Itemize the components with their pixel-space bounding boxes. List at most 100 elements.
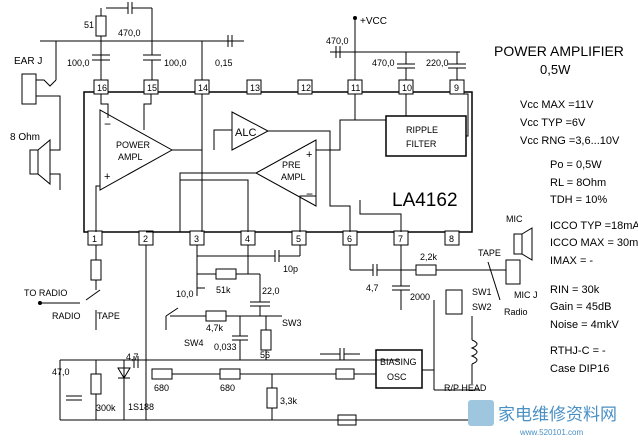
biasing-label-1: BIASING bbox=[380, 357, 417, 367]
speaker-coil bbox=[29, 149, 39, 175]
power-rating: 0,5W bbox=[540, 62, 571, 77]
label-c220: 220,0 bbox=[426, 58, 449, 68]
pin-label-2: 2 bbox=[143, 234, 148, 244]
svg-text:+: + bbox=[306, 149, 312, 161]
ripple-filter-box bbox=[385, 115, 467, 157]
label-sw3: SW3 bbox=[282, 318, 302, 328]
label-c470-vcc: 470,0 bbox=[326, 36, 349, 46]
spec-case: Case DIP16 bbox=[550, 363, 609, 375]
label-r33k: 3,3k bbox=[280, 396, 298, 406]
ripple-label-2: FILTER bbox=[406, 139, 437, 149]
pin-label-11: 11 bbox=[351, 83, 360, 93]
pin-12 bbox=[297, 79, 313, 95]
label-r51: 51 bbox=[84, 20, 94, 30]
label-c0033: 0,033 bbox=[214, 342, 237, 352]
label-c470-top: 470,0 bbox=[118, 28, 141, 38]
power-amp-block: − + POWER AMPL bbox=[99, 109, 174, 191]
label-r51k: 51k bbox=[216, 285, 231, 295]
ripple-label-1: RIPPLE bbox=[406, 125, 438, 135]
pin-label-10: 10 bbox=[402, 83, 412, 93]
pin-label-5: 5 bbox=[296, 234, 301, 244]
pin-8 bbox=[444, 230, 460, 246]
alc-block: ALC bbox=[231, 111, 270, 151]
pin-label-16: 16 bbox=[97, 83, 107, 93]
ic-bottom-pins: 1 2 3 4 5 6 7 8 bbox=[87, 230, 460, 246]
label-rp-head: R/P HEAD bbox=[444, 383, 487, 393]
resistor-680b bbox=[219, 368, 241, 380]
label-c10p: 10p bbox=[283, 264, 298, 274]
spec-gain: Gain = 45dB bbox=[550, 301, 611, 313]
label-r47k: 4,7k bbox=[206, 323, 224, 333]
label-c2000: 2000 bbox=[410, 292, 430, 302]
label-r56: 56 bbox=[260, 350, 270, 360]
pin-label-14: 14 bbox=[198, 83, 208, 93]
label-c22: 22,0 bbox=[262, 286, 280, 296]
pin-label-15: 15 bbox=[147, 83, 157, 93]
resistor-680a bbox=[151, 368, 173, 380]
alc-label: ALC bbox=[235, 127, 256, 139]
label-r680b: 680 bbox=[220, 383, 235, 393]
power-amp-label-2: AMPL bbox=[118, 152, 143, 162]
internal-wiring bbox=[95, 93, 469, 233]
label-c470-bl: 47,0 bbox=[52, 367, 70, 377]
spec-rthj: RTHJ-C = - bbox=[550, 345, 606, 357]
resistor-2.2k bbox=[415, 264, 437, 276]
ic-top-pins: 16 15 14 13 12 11 10 9 bbox=[93, 79, 465, 95]
resistor-4.7k bbox=[205, 310, 227, 322]
spec-noise: Noise = 4mkV bbox=[550, 319, 619, 331]
ear-jack: EAR J bbox=[14, 41, 57, 105]
label-tape: TAPE bbox=[97, 311, 120, 321]
pin-label-8: 8 bbox=[449, 234, 454, 244]
spec-icco-max: ICCO MAX = 30mA bbox=[550, 237, 638, 249]
spec-imax: IMAX = - bbox=[550, 255, 593, 267]
label-tape-switch: TAPE bbox=[478, 248, 501, 258]
watermark: 家电维修资料网 www.520101.com bbox=[468, 400, 617, 437]
mic-capsule bbox=[513, 233, 523, 255]
label-sw1: SW1 bbox=[472, 287, 492, 297]
pre-amp-triangle bbox=[254, 139, 317, 207]
bias-network: 47,0 300k 1S188 4,7 680 680 3,3k BIASING… bbox=[52, 348, 472, 426]
label-ear-j: EAR J bbox=[14, 56, 42, 67]
pin-label-7: 7 bbox=[398, 234, 403, 244]
radio-tape-switch: TO RADIO RADIO TAPE bbox=[24, 245, 120, 330]
ic-body bbox=[83, 91, 473, 233]
pin-label-6: 6 bbox=[347, 234, 352, 244]
power-amp-triangle bbox=[99, 109, 174, 191]
pin3-pin5-network: 10p 51k 10,0 22,0 4,7k SW3 0,033 56 SW4 bbox=[145, 245, 302, 420]
label-c10: 10,0 bbox=[176, 289, 194, 299]
biasing-label-2: OSC bbox=[387, 372, 407, 382]
resistor-51k bbox=[215, 268, 237, 280]
pin-label-1: 1 bbox=[92, 234, 97, 244]
svg-text:+: + bbox=[104, 171, 110, 183]
top-circuit: 51 470,0 100,0 100,0 0,15 +VCC 470,0 bbox=[40, 2, 466, 80]
label-d1s188: 1S188 bbox=[128, 402, 154, 412]
label-r680a: 680 bbox=[154, 383, 169, 393]
specs-panel: POWER AMPLIFIER 0,5W Vcc MAX =11V Vcc TY… bbox=[494, 43, 638, 375]
spec-vcc-rng: Vcc RNG =3,6...10V bbox=[520, 135, 620, 147]
label-c47: 4,7 bbox=[366, 283, 379, 293]
pre-amp-label-2: AMPL bbox=[281, 172, 306, 182]
spec-tdh: TDH = 10% bbox=[550, 194, 607, 206]
label-mic-j: MIC J bbox=[514, 290, 538, 300]
label-mic: MIC bbox=[506, 214, 523, 224]
pin6-pin7-network: 4,7 2,2k 2000 SW1 SW2 bbox=[349, 245, 492, 391]
title: POWER AMPLIFIER bbox=[494, 43, 624, 59]
label-radio: RADIO bbox=[52, 311, 81, 321]
label-c100b: 100,0 bbox=[164, 58, 187, 68]
rp-head-coil bbox=[470, 339, 478, 365]
speaker-cone bbox=[37, 138, 51, 186]
spec-icco-typ: ICCO TYP =18mA bbox=[550, 220, 638, 232]
pin-1 bbox=[87, 230, 103, 246]
alc-triangle bbox=[231, 111, 270, 151]
label-r22k: 2,2k bbox=[420, 252, 438, 262]
svg-text:−: − bbox=[104, 117, 111, 131]
pin-13 bbox=[246, 79, 262, 95]
spec-vcc-max: Vcc MAX =11V bbox=[520, 99, 594, 111]
label-vcc: +VCC bbox=[360, 16, 387, 27]
resistor-56 bbox=[260, 329, 272, 351]
ic-chip-label: LA4162 bbox=[392, 190, 458, 211]
resistor-pin1 bbox=[90, 259, 102, 281]
watermark-logo-icon bbox=[468, 400, 494, 426]
rp-head: R/P HEAD bbox=[444, 316, 487, 393]
